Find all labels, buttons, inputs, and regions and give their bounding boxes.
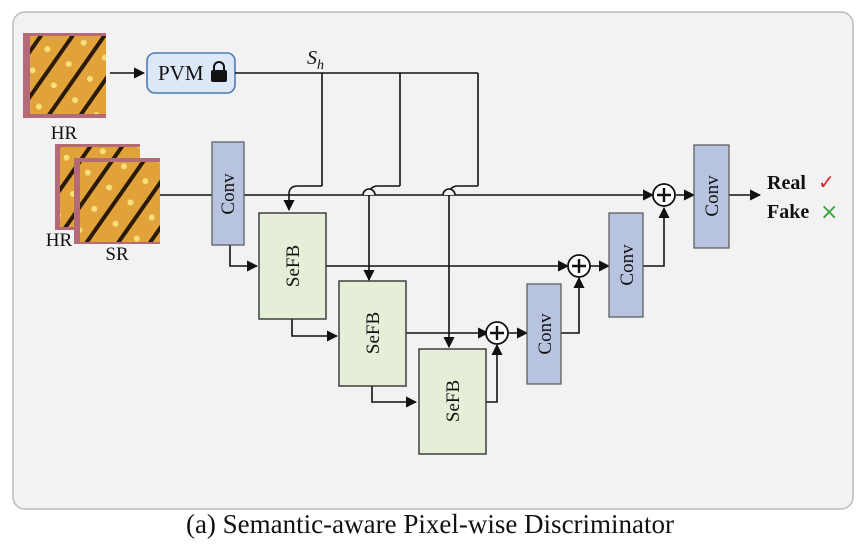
hr-image [23,33,106,118]
pvm-label: PVM [158,61,204,85]
svg-text:SeFB: SeFB [283,245,304,287]
svg-text:Conv: Conv [617,244,638,286]
sum-node-2 [567,254,591,278]
semantic-bus-lines [235,72,479,212]
fake-label: Fake [767,201,809,223]
line-hops [362,188,456,196]
lock-icon [211,61,227,82]
semantic-feature-label: Sh [307,47,324,73]
sefb-block-2: SeFB [338,280,407,387]
stack-hr-label: HR [46,230,73,251]
sum-node-3 [485,321,509,345]
sr-label: SR [105,244,129,265]
figure-caption: (a) Semantic-aware Pixel-wise Discrimina… [185,509,675,539]
real-label: Real [767,172,806,194]
real-check-icon: ✓ [818,170,835,194]
sefb-block-3: SeFB [418,348,487,455]
sefb-block-1: SeFB [258,212,327,320]
svg-text:Conv: Conv [702,175,723,217]
sr-image [74,158,160,244]
conv-block-1: Conv [211,141,245,246]
pvm-box: PVM [146,52,236,94]
diagram-panel [12,11,854,510]
conv-block-2: Conv [526,283,562,385]
svg-text:SeFB: SeFB [363,312,384,354]
conv-block-3: Conv [608,212,644,318]
hr-label: HR [51,123,78,144]
svg-text:SeFB: SeFB [443,380,464,422]
fake-cross-icon: × [820,200,838,225]
svg-text:Conv: Conv [535,313,556,355]
conv-block-4: Conv [693,144,730,249]
svg-text:Conv: Conv [218,173,239,215]
sum-node-1 [652,183,676,207]
